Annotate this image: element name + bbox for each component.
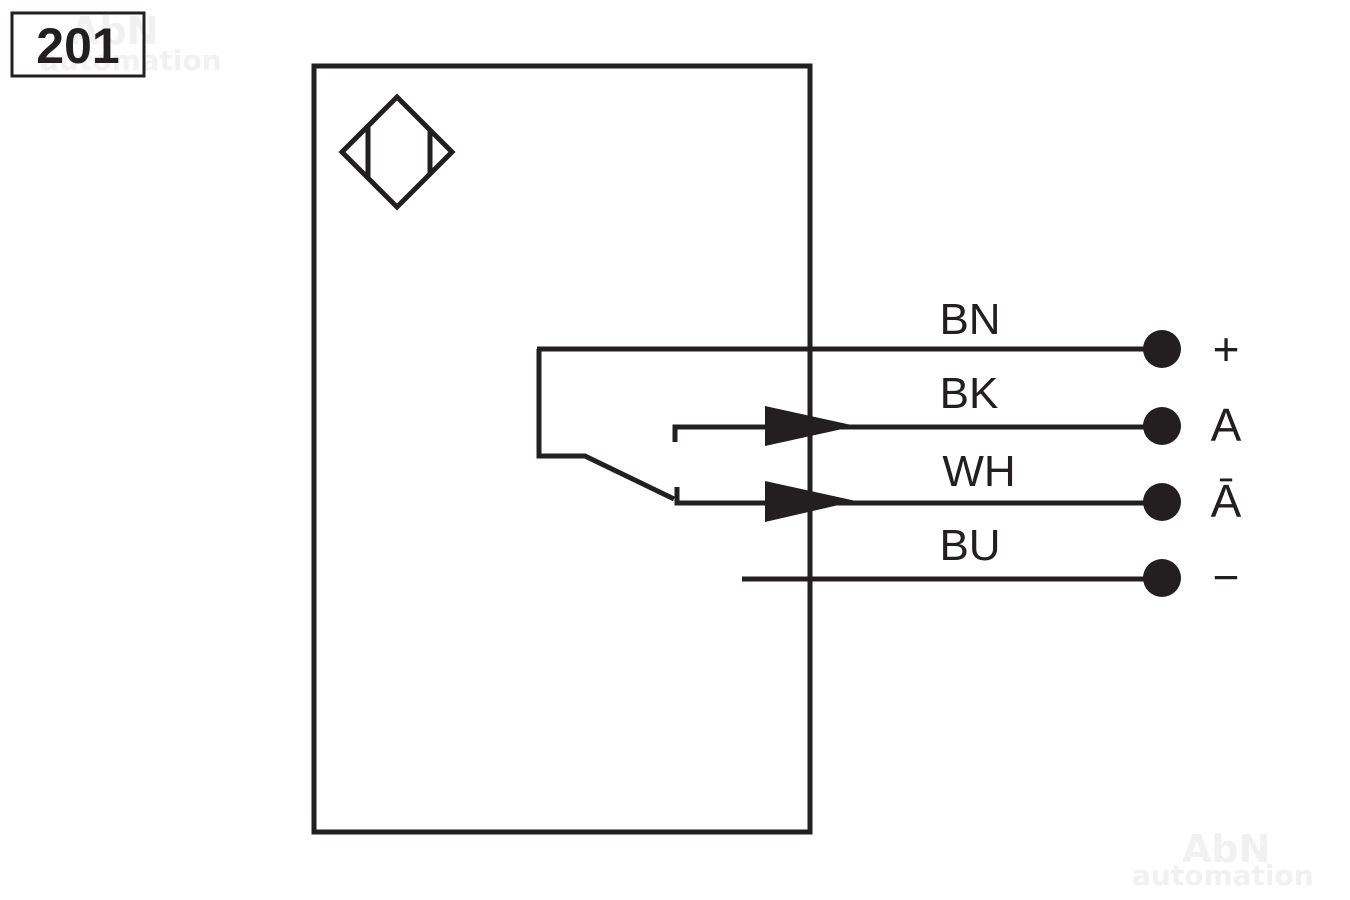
wire-label-bk: BK	[940, 369, 999, 418]
wire-bn	[537, 330, 1181, 368]
terminal-dot	[1143, 483, 1181, 521]
wire-bu	[742, 559, 1181, 597]
wire-bk	[765, 406, 1181, 446]
watermark-bottom-right: AbN automation	[1132, 827, 1314, 892]
sensor-diamond-outline	[338, 93, 456, 211]
terminal-dot	[1143, 330, 1181, 368]
internal-switch-circuit	[536, 349, 765, 506]
diagram-number-badge: 201	[10, 11, 146, 78]
diagram-number-frame	[10, 11, 146, 78]
changeover-switch-arm	[536, 349, 676, 502]
contact-no-stub	[672, 424, 765, 442]
terminal-symbol-a: A	[1211, 399, 1242, 451]
watermark-tagline: automation	[1132, 859, 1314, 892]
diagram-number: 201	[36, 18, 119, 74]
sensor-housing	[311, 63, 813, 835]
inductive-sensor-icon	[338, 93, 456, 211]
wire-label-bn: BN	[939, 295, 1000, 344]
terminal-dot	[1143, 407, 1181, 445]
wire-label-wh: WH	[942, 447, 1015, 496]
terminal-symbol-plus: +	[1213, 323, 1240, 375]
terminal-symbol-minus: −	[1213, 551, 1240, 603]
terminal-symbol-a-bar: Ā	[1211, 475, 1242, 527]
watermark-logo-text: AbN	[1182, 827, 1270, 871]
wire-label-bu: BU	[939, 521, 1000, 570]
wire-wh	[765, 481, 1181, 522]
watermark-tagline: automation	[40, 44, 222, 77]
contact-nc-stub	[674, 487, 765, 506]
terminal-dot	[1143, 559, 1181, 597]
